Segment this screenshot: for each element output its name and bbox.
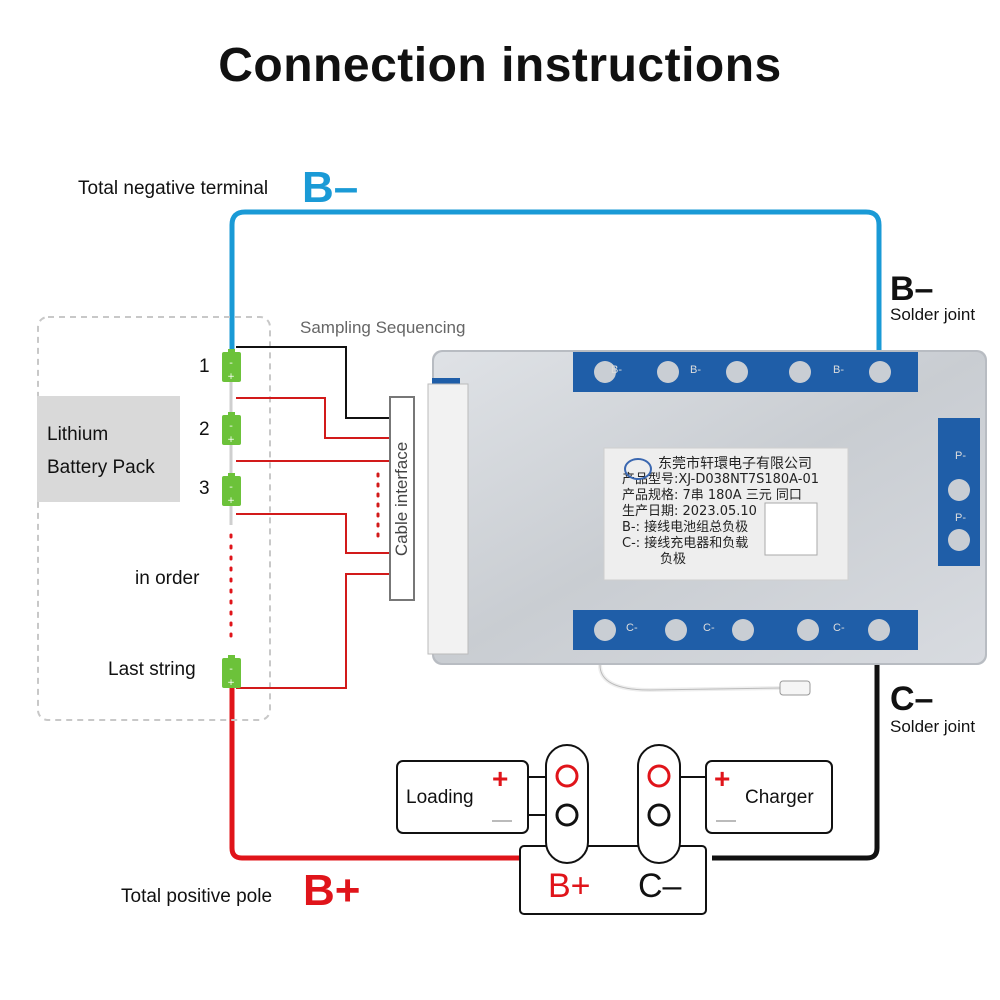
cable-interface: Cable interface (390, 397, 414, 600)
charger-plus: + (714, 763, 731, 794)
svg-text:+: + (227, 435, 235, 445)
total-negative-symbol: B– (302, 163, 359, 212)
terminal-b-plus: B+ (548, 867, 591, 905)
board-date: 生产日期: 2023.05.10 (622, 504, 757, 519)
sampling-wire-1 (236, 346, 390, 419)
b-minus-joint-label: Solder joint (890, 305, 976, 324)
charger-box (705, 760, 833, 834)
b-minus-wire (229, 209, 882, 358)
svg-text:+: + (227, 496, 235, 506)
pad-label-c1: C- (626, 622, 638, 634)
b-minus-joint-symbol: B– (890, 270, 934, 308)
board-label: 东莞市轩環电子有限公司 产品型号:XJ-D038NT7S180A-01 产品规格… (622, 456, 819, 568)
svg-text:-: - (229, 482, 233, 493)
sampling-wire-2 (236, 397, 390, 439)
cell-last: - + (222, 655, 241, 688)
svg-text:-: - (229, 421, 233, 432)
total-positive-symbol: B+ (303, 866, 361, 915)
pad-label-b3: B- (833, 364, 844, 376)
page-title: Connection instructions (218, 39, 782, 92)
total-positive-label: Total positive pole (121, 886, 273, 907)
board-spec: 产品规格: 7串 180A 三元 同口 (622, 488, 802, 503)
company-logo (624, 458, 652, 480)
sampling-sequencing-label: Sampling Sequencing (300, 318, 466, 337)
c-minus-wire (712, 652, 880, 861)
board-bminus: B-: 接线电池组总负极 (622, 520, 749, 535)
board-cminus2: 负极 (660, 552, 687, 567)
battery-pack-outline (37, 316, 271, 721)
pack-line-2: Battery Pack (47, 457, 155, 478)
pad-label-p1: P- (955, 450, 966, 462)
pad-label-c2: C- (703, 622, 715, 634)
cell-number-2: 2 (199, 419, 210, 440)
cable-interface-box (389, 396, 415, 601)
cell-1: - + (222, 349, 241, 382)
cell-3: - + (222, 473, 241, 506)
last-string-label: Last string (108, 659, 196, 680)
svg-text:-: - (229, 664, 233, 675)
pad-label-c3: C- (833, 622, 845, 634)
total-negative-label: Total negative terminal (78, 178, 269, 199)
board-cminus1: C-: 接线充电器和负载 (622, 536, 749, 551)
c-minus-joint-label: Solder joint (890, 717, 976, 736)
cell-2: - + (222, 412, 241, 445)
bms-board (427, 350, 987, 696)
c-minus-joint-symbol: C– (890, 680, 934, 718)
sampling-wire-4 (236, 513, 390, 554)
cell-number-1: 1 (199, 356, 210, 377)
terminal-c-minus: C– (638, 867, 682, 905)
loading-box (396, 760, 529, 834)
sampling-wire-5 (236, 573, 390, 689)
pack-line-1: Lithium (47, 424, 109, 445)
cable-interface-label: Cable interface (392, 441, 411, 556)
charger-label: Charger (745, 787, 814, 808)
board-company: 东莞市轩環电子有限公司 (658, 456, 812, 472)
loading-plus: + (492, 763, 509, 794)
pad-label-b1: B- (611, 364, 622, 376)
svg-text:+: + (227, 372, 235, 382)
pad-label-b2: B- (690, 364, 701, 376)
board-model: 产品型号:XJ-D038NT7S180A-01 (622, 472, 820, 487)
in-order-label: in order (135, 568, 200, 589)
b-plus-wire (229, 688, 522, 861)
svg-text:-: - (229, 358, 233, 369)
svg-text:+: + (227, 678, 235, 688)
cell-number-3: 3 (199, 478, 210, 499)
pad-label-p2: P- (955, 512, 966, 524)
loading-label: Loading (406, 787, 474, 808)
battery-pack-label: Lithium Battery Pack (37, 396, 180, 502)
